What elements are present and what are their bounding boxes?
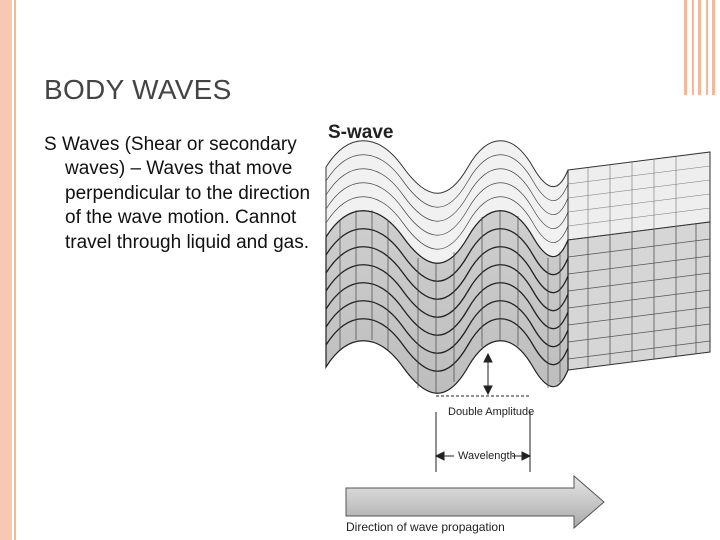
slide-title: BODY WAVES — [44, 74, 232, 105]
wavelength-label: Wavelength — [458, 450, 516, 462]
left-accent-bar — [0, 0, 12, 540]
undisturbed-block — [567, 151, 711, 371]
body-paragraph: S Waves (Shear or secondary waves) – Wav… — [44, 134, 311, 253]
corner-decoration — [680, 0, 720, 95]
double-amplitude-marker — [436, 352, 530, 397]
diagram-heading: S-wave — [328, 122, 393, 143]
slide-body: S Waves (Shear or secondary waves) – Wav… — [44, 133, 314, 255]
left-accent-line — [14, 0, 16, 540]
wave-front-face — [325, 210, 569, 394]
s-wave-diagram: S-wave — [318, 112, 720, 540]
propagation-label: Direction of wave propagation — [346, 520, 505, 534]
propagation-arrow — [345, 474, 605, 530]
wavelength-marker — [434, 412, 532, 472]
double-amplitude-label: Double Amplitude — [448, 406, 534, 418]
